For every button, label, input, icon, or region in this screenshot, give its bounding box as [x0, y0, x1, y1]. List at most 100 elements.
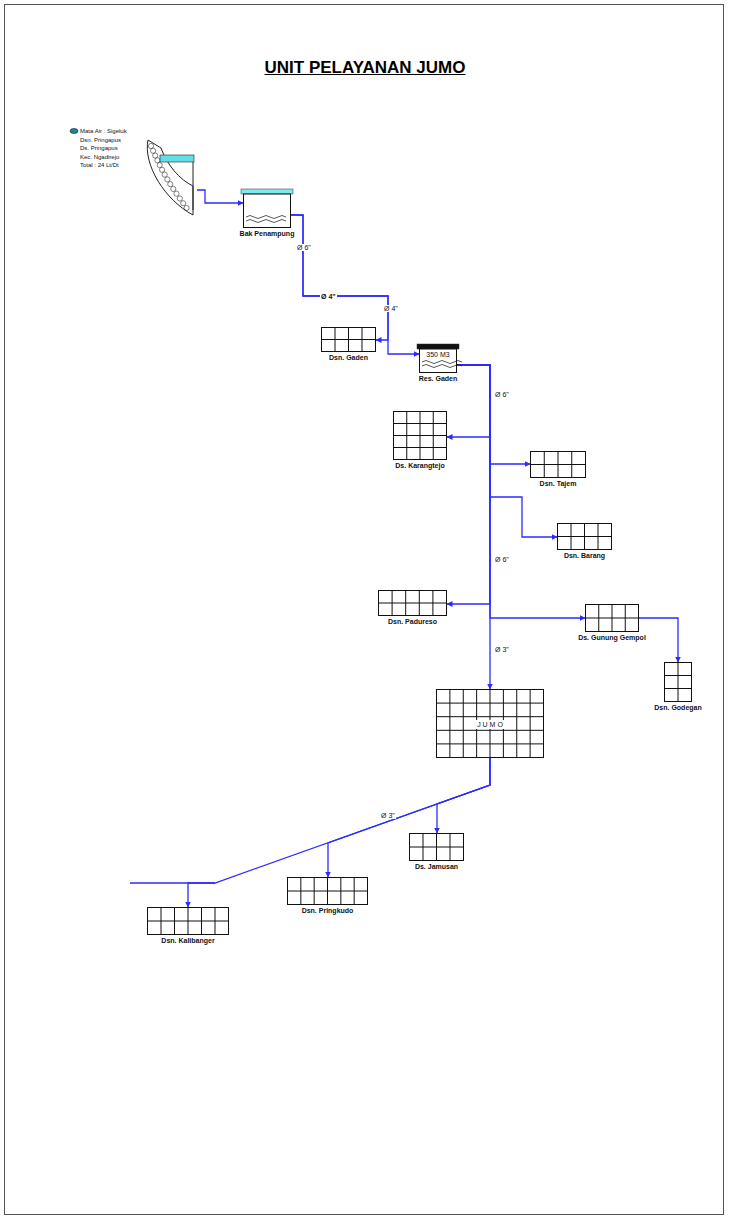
grid-outline	[558, 524, 612, 550]
node-label: Ds. Karangtejo	[395, 462, 444, 469]
settlement-block: Dsn. Kalibanger	[147, 907, 229, 935]
node-label: Dsn. Pringapus	[80, 137, 121, 143]
node-label: Total : 24 Lt/Dt	[80, 162, 119, 168]
rock-texture	[174, 191, 179, 196]
node-label: Ds. Gunung Gempol	[578, 634, 646, 641]
node-label: Dsn. Gaden	[329, 354, 368, 361]
settlement-block: Ds. Jamusan	[409, 833, 464, 861]
node-shape	[287, 877, 368, 905]
spring-bullet	[70, 129, 78, 134]
reservoir: 350 M3Res. Gaden	[419, 344, 457, 373]
rock-texture	[184, 205, 189, 210]
grid-line	[379, 603, 447, 604]
node-label: Ds. Pringapus	[80, 145, 118, 151]
grid-line	[437, 730, 544, 731]
node-label: Mata Air : Sigeluk	[80, 128, 127, 134]
rock-texture	[165, 177, 170, 182]
rock-texture	[181, 201, 186, 206]
spring-source: Mata Air : SigelukDsn. PringapusDs. Prin…	[145, 140, 197, 215]
node-shape	[393, 411, 447, 460]
water-pipe	[197, 190, 243, 203]
node-shape	[409, 833, 464, 861]
rock-outline	[147, 140, 193, 215]
water-wave	[246, 216, 286, 219]
water-pipe	[457, 365, 490, 689]
grid-line	[449, 690, 450, 758]
grid-line	[463, 690, 464, 758]
rock-texture	[160, 167, 165, 172]
rock-texture	[148, 143, 153, 148]
node-label: Kec. Ngadirejo	[80, 154, 119, 160]
grid-outline	[531, 452, 586, 478]
grid-line	[665, 688, 692, 689]
pipe-diameter: Ø 3"	[380, 812, 396, 819]
node-shape	[145, 140, 197, 215]
node-label: Dsn. Padureso	[388, 618, 437, 625]
grid-line	[394, 435, 447, 436]
rock-texture	[168, 182, 173, 187]
spring-box-wall	[193, 162, 194, 210]
water-wave	[246, 220, 286, 223]
settlement-block: J U M O	[436, 689, 544, 758]
rock-texture	[157, 162, 162, 167]
grid-line	[665, 675, 692, 676]
node-label: Res. Gaden	[419, 375, 458, 382]
reservoir: Bak Penampung	[243, 189, 291, 228]
rock-texture	[155, 158, 160, 163]
node-label: Dsn. Godegan	[654, 704, 701, 711]
grid-outline	[665, 663, 692, 702]
pipe-diameter: Ø 4"	[320, 293, 337, 300]
water-pipe	[447, 365, 490, 604]
pipe-diameter: Ø 3"	[494, 646, 510, 653]
grid-outline	[586, 605, 639, 632]
spring-box-roof	[160, 155, 194, 162]
node-shape	[557, 523, 612, 550]
grid-outline	[288, 878, 368, 905]
water-pipe	[457, 365, 530, 464]
settlement-block: Dsn. Tajem	[530, 451, 586, 478]
grid-line	[586, 618, 639, 619]
settlement-block: Dsn. Padureso	[378, 590, 447, 616]
reservoir-roof	[417, 344, 459, 349]
grid-line	[678, 663, 679, 702]
grid-line	[530, 690, 531, 758]
rock-texture	[177, 196, 182, 201]
reservoir-roof	[241, 189, 293, 194]
rock-texture	[162, 172, 167, 177]
grid-line	[148, 921, 229, 922]
water-pipe	[291, 215, 419, 354]
grid-line	[531, 464, 586, 465]
node-shape	[419, 344, 457, 373]
node-label: Ds. Jamusan	[415, 863, 458, 870]
water-wave	[422, 361, 462, 364]
node-shape	[378, 590, 447, 616]
node-label: Dsn. Pringkudo	[302, 907, 354, 914]
grid-line	[437, 716, 544, 717]
water-pipe	[188, 758, 490, 907]
rock-texture	[153, 153, 158, 158]
water-pipe	[328, 758, 490, 877]
pipe-diameter: Ø 6"	[494, 556, 510, 563]
grid-outline	[148, 908, 229, 935]
diagram-title: UNIT PELAYANAN JUMO	[0, 58, 730, 78]
grid-line	[394, 447, 447, 448]
node-shape	[530, 451, 586, 478]
grid-outline	[437, 690, 544, 758]
grid-line	[410, 847, 464, 848]
rock-texture	[171, 186, 176, 191]
rock-texture	[150, 148, 155, 153]
node-label: Dsn. Tajem	[540, 480, 577, 487]
node-shape	[321, 327, 376, 352]
settlement-block: Dsn. Gaden	[321, 327, 376, 352]
node-shape	[664, 662, 692, 702]
settlement-block: Dsn. Pringkudo	[287, 877, 368, 905]
water-pipe	[291, 215, 388, 340]
pipe-diameter: Ø 6"	[494, 391, 510, 398]
node-shape	[147, 907, 229, 935]
water-pipe	[437, 758, 490, 833]
settlement-block: Dsn. Barang	[557, 523, 612, 550]
node-label: Dsn. Kalibanger	[161, 937, 214, 944]
pipe-diameter: Ø 6"	[296, 244, 312, 251]
node-shape	[585, 604, 639, 632]
grid-line	[558, 536, 612, 537]
